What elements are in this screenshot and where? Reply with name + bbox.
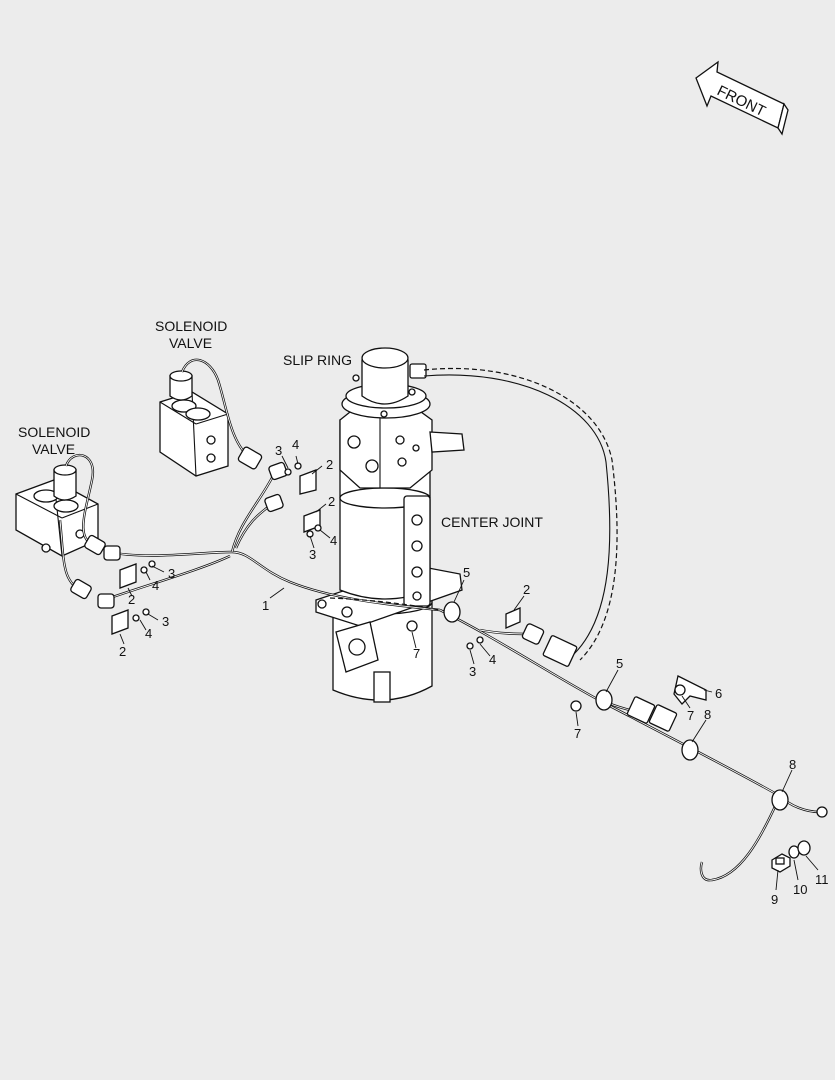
callout-4: 4 <box>330 533 337 548</box>
callout-2: 2 <box>128 592 135 607</box>
callout-5: 5 <box>616 656 623 671</box>
callout-1: 1 <box>262 598 269 613</box>
solenoid-valve-left <box>15 464 99 557</box>
callout-4: 4 <box>145 626 152 641</box>
callout-2: 2 <box>326 457 333 472</box>
callout-4: 4 <box>292 437 299 452</box>
clamps <box>443 601 789 811</box>
label-slip-ring: SLIP RING <box>283 352 352 368</box>
callout-5: 5 <box>463 565 470 580</box>
callout-3: 3 <box>469 664 476 679</box>
callout-2: 2 <box>523 582 530 597</box>
label-center-joint: CENTER JOINT <box>441 514 543 530</box>
harness-1 <box>103 469 828 882</box>
bracket-6 <box>673 675 707 705</box>
callout-3: 3 <box>168 566 175 581</box>
front-arrow: FRONT <box>695 60 789 136</box>
callout-4: 4 <box>489 652 496 667</box>
label-solenoid-valve-upper-2: VALVE <box>169 335 212 351</box>
callout-10: 10 <box>793 882 807 897</box>
solenoid-valve-upper <box>159 370 229 477</box>
callout-8: 8 <box>704 707 711 722</box>
label-solenoid-valve-left-1: SOLENOID <box>18 424 90 440</box>
callout-3: 3 <box>162 614 169 629</box>
center-joint-assembly <box>315 347 465 703</box>
callout-8: 8 <box>789 757 796 772</box>
callout-11: 11 <box>815 872 829 887</box>
callout-2: 2 <box>328 494 335 509</box>
callout-4: 4 <box>152 578 159 593</box>
callout-3: 3 <box>275 443 282 458</box>
callout-2: 2 <box>119 644 126 659</box>
label-solenoid-valve-left-2: VALVE <box>32 441 75 457</box>
fasteners <box>132 462 811 873</box>
callout-7: 7 <box>574 726 581 741</box>
callout-7: 7 <box>687 708 694 723</box>
slip-ring-cable <box>423 367 618 661</box>
label-solenoid-valve-upper-1: SOLENOID <box>155 318 227 334</box>
callout-7: 7 <box>413 646 420 661</box>
callout-9: 9 <box>771 892 778 907</box>
callout-3: 3 <box>309 547 316 562</box>
callout-leaders <box>119 455 819 891</box>
callout-6: 6 <box>715 686 722 701</box>
